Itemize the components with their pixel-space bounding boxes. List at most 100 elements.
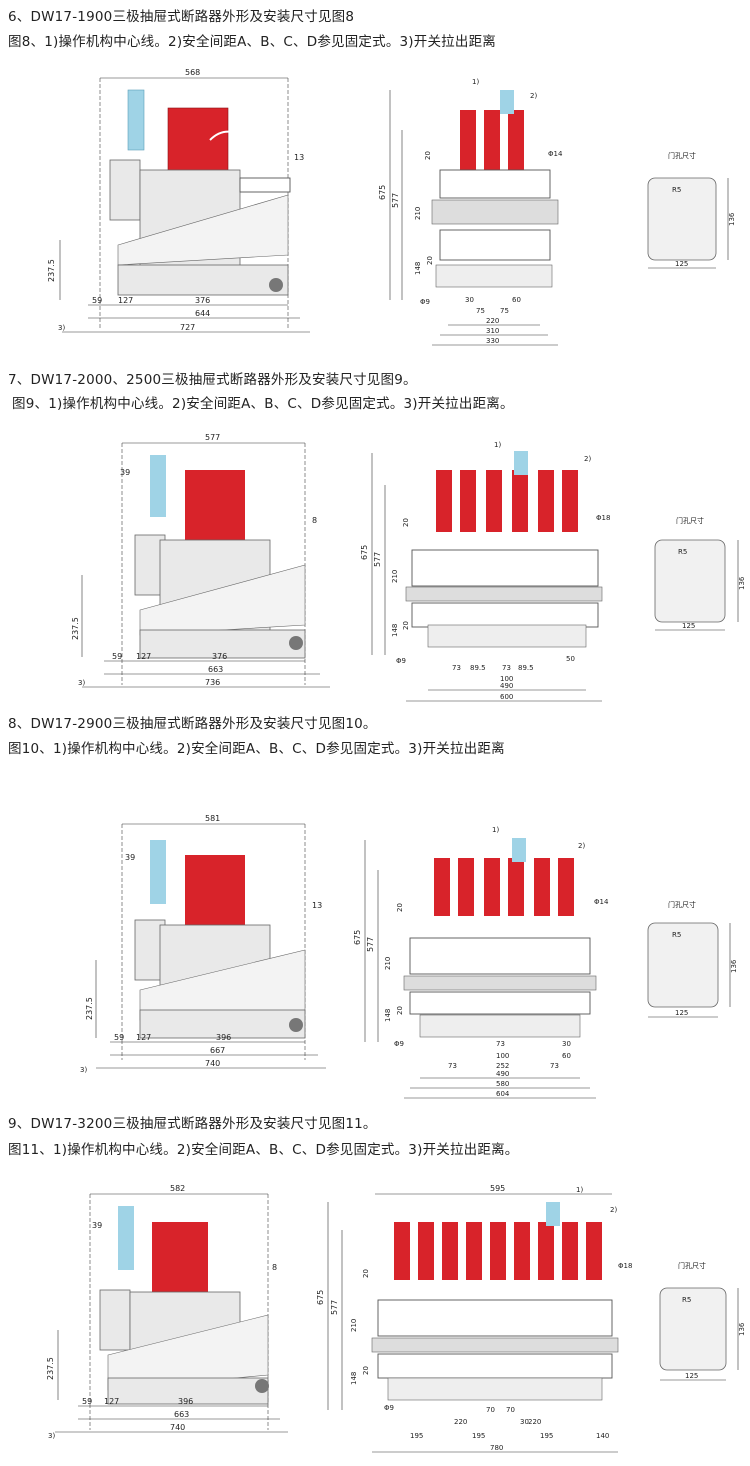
svg-text:675: 675 <box>353 930 362 945</box>
svg-text:490: 490 <box>496 1070 509 1078</box>
svg-text:60: 60 <box>512 296 521 304</box>
svg-text:73: 73 <box>496 1040 505 1048</box>
svg-text:376: 376 <box>195 296 210 305</box>
svg-text:39: 39 <box>120 468 130 477</box>
svg-text:210: 210 <box>384 957 392 970</box>
svg-text:70: 70 <box>506 1406 515 1414</box>
svg-text:20: 20 <box>396 1006 404 1015</box>
svg-text:30: 30 <box>465 296 474 304</box>
figure-10: 581 39 13 237.5 59 127 396 667 740 3) 67… <box>80 814 738 1099</box>
front-view-drawing: 595 675 577 1) 2) Φ18 20 210 148 20 Φ9 2… <box>316 1184 632 1453</box>
svg-text:30: 30 <box>562 1040 571 1048</box>
svg-text:220: 220 <box>528 1418 541 1426</box>
svg-text:237.5: 237.5 <box>47 259 56 282</box>
svg-text:581: 581 <box>205 814 220 823</box>
svg-text:237.5: 237.5 <box>71 617 80 640</box>
front-view-drawing: 675 577 1) 2) Φ18 20 210 148 20 Φ9 73 89… <box>360 441 610 702</box>
svg-text:3): 3) <box>58 324 65 332</box>
svg-text:Φ9: Φ9 <box>394 1040 404 1048</box>
svg-text:3): 3) <box>80 1066 87 1074</box>
figure-8: 568 237.5 59 127 376 644 727 3) 13 675 5… <box>47 68 736 346</box>
svg-text:330: 330 <box>486 337 499 345</box>
svg-text:Φ14: Φ14 <box>548 150 563 158</box>
svg-text:577: 577 <box>205 433 220 442</box>
svg-text:13: 13 <box>294 153 304 162</box>
svg-text:89.5: 89.5 <box>470 664 486 672</box>
svg-text:675: 675 <box>360 545 369 560</box>
svg-text:R5: R5 <box>678 548 687 556</box>
front-view-drawing: 675 577 1) 2) Φ14 20 210 148 20 Φ9 30 75… <box>378 78 563 346</box>
svg-text:210: 210 <box>350 1319 358 1332</box>
svg-text:577: 577 <box>391 193 400 208</box>
svg-text:59: 59 <box>112 652 122 661</box>
svg-text:门孔尺寸: 门孔尺寸 <box>678 1261 706 1270</box>
svg-text:20: 20 <box>424 151 432 160</box>
svg-text:136: 136 <box>738 576 746 590</box>
heading-fig11: 9、DW17-3200三极抽屉式断路器外形及安装尺寸见图11。 <box>8 1116 377 1132</box>
door-cutout: 门孔尺寸 R5 136 125 <box>647 151 736 269</box>
svg-text:125: 125 <box>675 1009 688 1017</box>
svg-text:490: 490 <box>500 682 513 690</box>
svg-text:门孔尺寸: 门孔尺寸 <box>668 151 696 160</box>
svg-text:663: 663 <box>208 665 223 674</box>
svg-text:39: 39 <box>125 853 135 862</box>
svg-text:75: 75 <box>500 307 509 315</box>
svg-text:39: 39 <box>92 1221 102 1230</box>
svg-text:Φ9: Φ9 <box>384 1404 394 1412</box>
heading-fig10: 8、DW17-2900三极抽屉式断路器外形及安装尺寸见图10。 <box>8 716 377 732</box>
svg-text:1): 1) <box>576 1186 583 1194</box>
svg-text:210: 210 <box>414 207 422 220</box>
svg-text:644: 644 <box>195 309 210 318</box>
svg-text:376: 376 <box>212 652 227 661</box>
heading-fig8: 6、DW17-1900三极抽屉式断路器外形及安装尺寸见图8 <box>8 9 355 25</box>
svg-text:148: 148 <box>391 624 399 637</box>
svg-text:237.5: 237.5 <box>85 997 94 1020</box>
svg-text:310: 310 <box>486 327 499 335</box>
svg-text:100: 100 <box>500 675 513 683</box>
svg-text:604: 604 <box>496 1090 510 1098</box>
figure-9: 577 39 8 237.5 59 127 376 663 736 3) 675… <box>71 433 746 702</box>
svg-text:50: 50 <box>566 655 575 663</box>
svg-text:73: 73 <box>452 664 461 672</box>
svg-text:1): 1) <box>494 441 501 449</box>
svg-text:125: 125 <box>675 260 688 268</box>
svg-text:2): 2) <box>584 455 591 463</box>
heading-fig9: 7、DW17-2000、2500三极抽屉式断路器外形及安装尺寸见图9。 <box>8 372 417 388</box>
figure-11: 582 39 8 237.5 59 127 396 663 740 3) 595… <box>46 1184 746 1453</box>
svg-text:595: 595 <box>490 1184 505 1193</box>
caption-fig11: 图11、1)操作机构中心线。2)安全间距A、B、C、D参见固定式。3)开关拉出距… <box>8 1142 519 1158</box>
svg-text:210: 210 <box>391 570 399 583</box>
svg-text:148: 148 <box>384 1009 392 1022</box>
svg-text:R5: R5 <box>672 186 681 194</box>
svg-text:R5: R5 <box>672 931 681 939</box>
svg-text:675: 675 <box>378 185 387 200</box>
svg-text:237.5: 237.5 <box>46 1357 55 1380</box>
svg-text:75: 75 <box>476 307 485 315</box>
svg-text:195: 195 <box>410 1432 423 1440</box>
front-view-drawing: 675 577 1) 2) Φ14 20 210 148 20 Φ9 73 10… <box>353 826 609 1099</box>
svg-text:70: 70 <box>486 1406 495 1414</box>
svg-text:675: 675 <box>316 1290 325 1305</box>
svg-text:136: 136 <box>728 212 736 226</box>
svg-text:252: 252 <box>496 1062 509 1070</box>
svg-text:740: 740 <box>170 1423 185 1432</box>
svg-text:577: 577 <box>373 552 382 567</box>
svg-text:127: 127 <box>136 652 151 661</box>
door-cutout: 门孔尺寸 R5 136 125 <box>654 516 746 631</box>
svg-text:Φ9: Φ9 <box>420 298 430 306</box>
svg-text:780: 780 <box>490 1444 503 1452</box>
svg-text:148: 148 <box>350 1372 358 1385</box>
svg-text:20: 20 <box>396 903 404 912</box>
svg-text:577: 577 <box>330 1300 339 1315</box>
door-cutout: 门孔尺寸 R5 136 125 <box>659 1261 746 1381</box>
caption-fig10: 图10、1)操作机构中心线。2)安全间距A、B、C、D参见固定式。3)开关拉出距… <box>8 741 505 757</box>
svg-text:127: 127 <box>104 1397 119 1406</box>
svg-text:220: 220 <box>454 1418 467 1426</box>
svg-text:740: 740 <box>205 1059 220 1068</box>
svg-text:13: 13 <box>312 901 322 910</box>
svg-text:580: 580 <box>496 1080 509 1088</box>
svg-text:59: 59 <box>82 1397 92 1406</box>
svg-text:582: 582 <box>170 1184 185 1193</box>
svg-text:220: 220 <box>486 317 499 325</box>
svg-text:门孔尺寸: 门孔尺寸 <box>668 900 696 909</box>
